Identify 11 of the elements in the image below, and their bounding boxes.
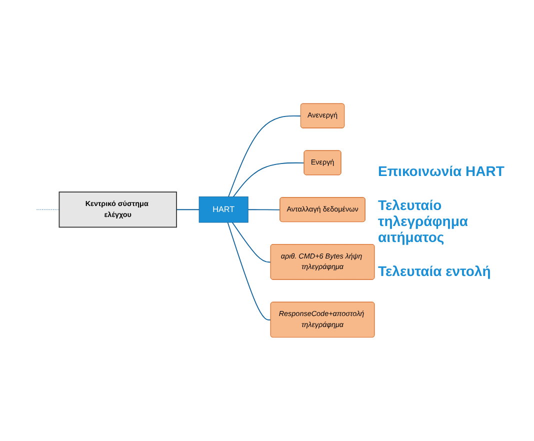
connector bbox=[228, 116, 302, 198]
connector bbox=[248, 209, 281, 210]
node-box: HART bbox=[198, 196, 248, 223]
connector bbox=[232, 222, 272, 263]
connector bbox=[176, 209, 200, 210]
section-heading: Επικοινωνία HART bbox=[378, 162, 506, 178]
connector bbox=[227, 222, 272, 320]
section-heading: Τελευταίο τηλεγράφημα αιτήματος bbox=[378, 196, 470, 244]
section-heading: Τελευταία εντολή bbox=[378, 262, 492, 278]
connector bbox=[232, 162, 305, 198]
connector bbox=[36, 209, 60, 210]
